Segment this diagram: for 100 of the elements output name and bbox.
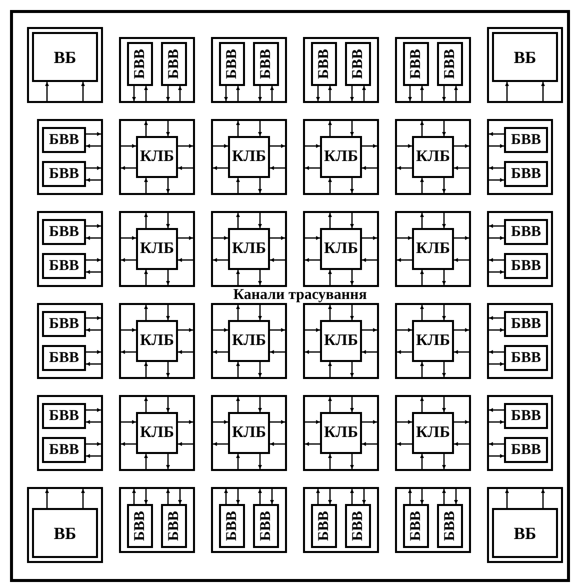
cell-frame [395,211,471,287]
arrow [442,270,446,285]
logic-block [437,42,463,86]
arrow [454,86,458,101]
arrow [86,362,101,366]
arrow [350,362,354,377]
block-label: БВВ [258,49,274,79]
block-label: КЛБ [140,333,174,349]
logic-block [320,412,362,454]
arrow [166,397,170,412]
arrow [489,420,504,424]
arrow [489,178,504,182]
logic-block [412,412,454,454]
logic-block [127,42,153,86]
arrow [213,144,228,148]
arrow [362,86,366,101]
block-label: БВВ [408,511,424,541]
cell-frame [37,119,103,195]
arrow [236,454,240,469]
arrow [121,258,136,262]
arrow [442,489,446,504]
arrow [305,420,320,424]
arrow [86,144,101,148]
arrow [236,178,240,193]
arrow [454,258,469,262]
arrow [81,489,85,508]
logic-block [492,508,558,558]
logic-block [320,320,362,362]
arrow [489,408,504,412]
arrow [144,270,148,285]
arrow [442,121,446,136]
block-label: БВВ [350,511,366,541]
arrow [489,144,504,148]
arrow [328,86,332,101]
cell-frame [487,119,553,195]
arrow [86,258,101,262]
logic-block [504,345,548,371]
arrow [258,489,262,504]
arrow [270,236,285,240]
arrow [178,144,193,148]
logic-block [403,42,429,86]
arrow [86,316,101,320]
routing-channels-label: Канали трасування [232,287,368,303]
arrow [236,213,240,228]
logic-block [504,219,548,245]
arrow [454,144,469,148]
cell-frame [487,27,563,103]
arrow [86,224,101,228]
arrow [328,305,332,320]
block-label: БВВ [166,49,182,79]
arrow [350,121,354,136]
arrow [408,489,412,504]
block-label: БВВ [511,350,541,366]
logic-block [32,32,98,82]
arrow [178,166,193,170]
arrow [350,270,354,285]
arrow [442,362,446,377]
cell-frame [211,119,287,195]
logic-block [228,320,270,362]
arrow [328,397,332,412]
arrow [166,454,170,469]
arrow [328,121,332,136]
arrow [328,362,332,377]
arrow [362,442,377,446]
arrow [420,305,424,320]
arrow [420,213,424,228]
arrow [166,305,170,320]
block-label: БВВ [408,49,424,79]
cell-frame [303,303,379,379]
logic-block [42,345,86,371]
block-label: ВБ [54,48,76,66]
arrow [86,166,101,170]
block-label: ВБ [514,48,536,66]
arrow [454,166,469,170]
cell-frame [211,211,287,287]
arrow [420,86,424,101]
arrow [258,121,262,136]
logic-block [32,508,98,558]
logic-block [136,228,178,270]
logic-block [504,403,548,429]
arrow [166,178,170,193]
arrow [541,489,545,508]
arrow [86,236,101,240]
logic-block [504,437,548,463]
block-label: БВВ [166,511,182,541]
arrow [316,86,320,101]
cell-frame [303,395,379,471]
arrow [454,350,469,354]
arrow [213,442,228,446]
block-label: БВВ [49,408,79,424]
cell-frame [303,211,379,287]
logic-block [403,504,429,548]
arrow [121,442,136,446]
arrow [270,328,285,332]
logic-block [136,320,178,362]
arrow [213,350,228,354]
logic-block [253,504,279,548]
cell-frame [119,487,195,553]
cell-frame [395,303,471,379]
arrow [362,489,366,504]
